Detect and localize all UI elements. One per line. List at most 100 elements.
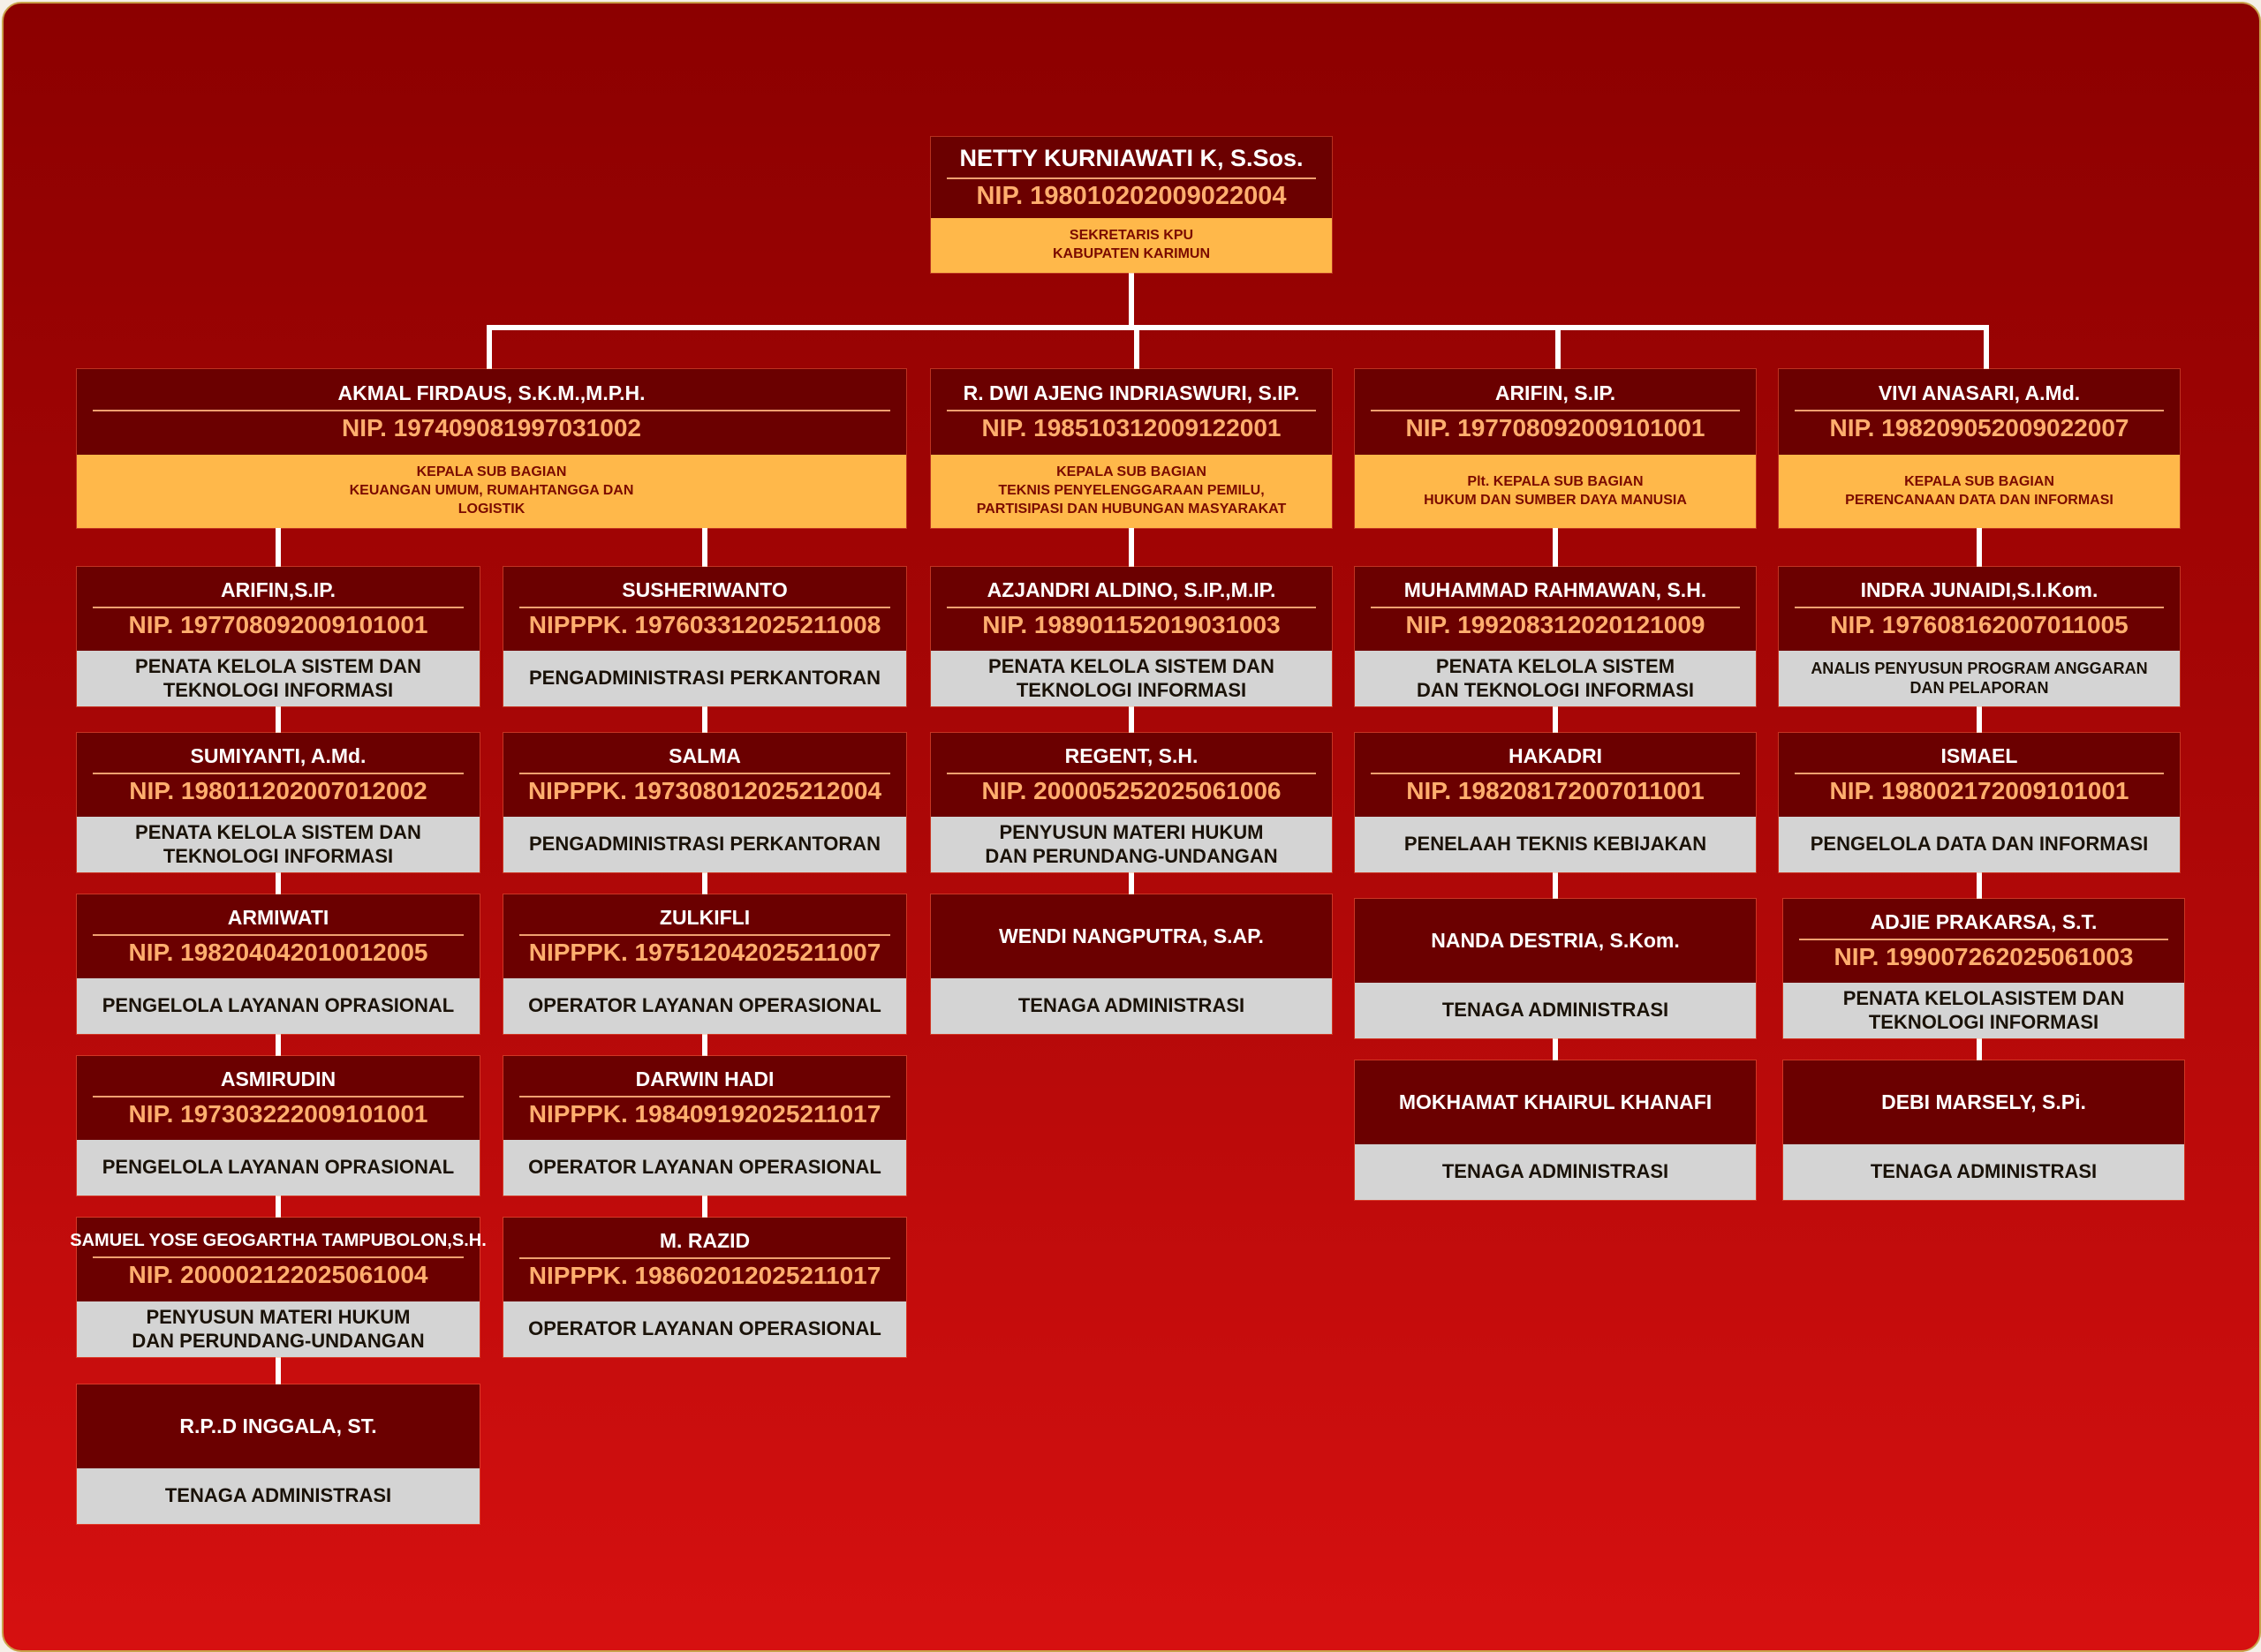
person-nip: NIP. 198010202009022004 bbox=[976, 181, 1287, 210]
job-role: ANALIS PENYUSUN PROGRAM ANGGARAN DAN PEL… bbox=[1779, 651, 2180, 706]
connector-drop bbox=[1555, 325, 1561, 371]
job-role: PENGADMINISTRASI PERKANTORAN bbox=[503, 817, 906, 872]
person-name: MUHAMMAD RAHMAWAN, S.H. bbox=[1403, 577, 1707, 601]
job-role: TENAGA ADMINISTRASI bbox=[1355, 1144, 1756, 1200]
person-name: DEBI MARSELY, S.Pi. bbox=[1881, 1090, 2086, 1114]
person-nip: NIP. 197409081997031002 bbox=[342, 414, 641, 442]
job-role: PENATA KELOLA SISTEM DAN TEKNOLOGI INFOR… bbox=[77, 817, 480, 872]
divider bbox=[93, 934, 464, 937]
person-nip: NIP. 198002172009101001 bbox=[1829, 777, 2129, 805]
job-role: PENATA KELOLA SISTEM DAN TEKNOLOGI INFOR… bbox=[77, 651, 480, 706]
person-name: WENDI NANGPUTRA, S.AP. bbox=[999, 924, 1264, 948]
division-head-box: R. DWI AJENG INDRIASWURI, S.IP. NIP. 1985… bbox=[931, 369, 1332, 528]
job-role: PENGELOLA DATA DAN INFORMASI bbox=[1779, 817, 2180, 872]
position-title: SEKRETARIS KPU KABUPATEN KARIMUN bbox=[931, 218, 1332, 273]
divider bbox=[93, 773, 464, 775]
job-role: PENATA KELOLA SISTEM DAN TEKNOLOGI INFOR… bbox=[1355, 651, 1756, 706]
person-name: SALMA bbox=[669, 743, 741, 767]
division-head-box: VIVI ANASARI, A.Md.NIP. 1982090520090220… bbox=[1779, 369, 2180, 528]
person-name: ARIFIN,S.IP. bbox=[221, 577, 336, 601]
person-nip: NIP. 197303222009101001 bbox=[128, 1100, 428, 1128]
person-name: INDRA JUNAIDI,S.I.Kom. bbox=[1860, 577, 2098, 601]
person-name: ZULKIFLI bbox=[659, 905, 751, 929]
connector-vertical bbox=[702, 528, 707, 1218]
name-band: WENDI NANGPUTRA, S.AP. bbox=[931, 894, 1332, 978]
job-role: PENGADMINISTRASI PERKANTORAN bbox=[503, 651, 906, 706]
person-nip: NIP. 197608162007011005 bbox=[1830, 611, 2129, 639]
name-band: R. DWI AJENG INDRIASWURI, S.IP. NIP. 1985… bbox=[931, 369, 1332, 455]
connector-head bbox=[1129, 273, 1134, 330]
name-band: MUHAMMAD RAHMAWAN, S.H.NIP. 199208312020… bbox=[1355, 567, 1756, 651]
head-box: NETTY KURNIAWATI K, S.Sos. NIP. 198010202… bbox=[931, 137, 1332, 273]
person-nip: NIP. 197708092009101001 bbox=[128, 611, 428, 639]
person-name: SAMUEL YOSE GEOGARTHA TAMPUBOLON,S.H. bbox=[70, 1230, 487, 1250]
name-band: SALMA NIPPPK. 197308012025212004 bbox=[503, 733, 906, 817]
job-role: OPERATOR LAYANAN OPERASIONAL bbox=[503, 1301, 906, 1357]
person-nip: NIPPPK. 198409192025211017 bbox=[528, 1100, 881, 1128]
position-title: Plt. KEPALA SUB BAGIAN HUKUM DAN SUMBER … bbox=[1355, 455, 1756, 528]
job-role: PENGELOLA LAYANAN OPRASIONAL bbox=[77, 978, 480, 1034]
person-name: ASMIRUDIN bbox=[220, 1067, 337, 1090]
job-role: TENAGA ADMINISTRASI bbox=[77, 1468, 480, 1524]
staff-box: MUHAMMAD RAHMAWAN, S.H.NIP. 199208312020… bbox=[1355, 567, 1756, 706]
name-band: INDRA JUNAIDI,S.I.Kom. NIP. 1976081620070… bbox=[1779, 567, 2180, 651]
divider bbox=[1371, 773, 1740, 775]
person-name: M. RAZID bbox=[659, 1228, 751, 1252]
position-title: KEPALA SUB BAGIAN TEKNIS PENYELENGGARAAN… bbox=[931, 455, 1332, 528]
person-nip: NIPPPK. 198602012025211017 bbox=[528, 1262, 881, 1290]
staff-box: WENDI NANGPUTRA, S.AP.TENAGA ADMINISTRAS… bbox=[931, 894, 1332, 1034]
divider bbox=[519, 607, 890, 609]
person-nip: NIP. 197708092009101001 bbox=[1405, 414, 1705, 442]
person-nip: NIPPPK. 197308012025212004 bbox=[527, 777, 882, 805]
connector-drop bbox=[1134, 325, 1139, 371]
person-name: NANDA DESTRIA, S.Kom. bbox=[1431, 929, 1680, 953]
person-name: HAKADRI bbox=[1508, 743, 1603, 767]
staff-box: AZJANDRI ALDINO, S.IP.,M.IP.NIP. 1989011… bbox=[931, 567, 1332, 706]
person-nip: NIP. 200002122025061004 bbox=[128, 1260, 428, 1288]
staff-box: R.P..D INGGALA, ST. TENAGA ADMINISTRASI bbox=[77, 1384, 480, 1524]
person-nip: NIP. 198011202007012002 bbox=[129, 777, 427, 805]
job-role: PENATA KELOLA SISTEM DAN TEKNOLOGI INFOR… bbox=[931, 651, 1332, 706]
job-role: PENYUSUN MATERI HUKUM DAN PERUNDANG-UNDA… bbox=[931, 817, 1332, 872]
staff-box: MOKHAMAT KHAIRUL KHANAFI TENAGA ADMINISTR… bbox=[1355, 1060, 1756, 1200]
person-nip: NIP. 198510312009122001 bbox=[981, 414, 1282, 442]
divider bbox=[1795, 607, 2164, 609]
person-name: R. DWI AJENG INDRIASWURI, S.IP. bbox=[963, 381, 1300, 404]
name-band: ARIFIN,S.IP. NIP. 197708092009101001 bbox=[77, 567, 480, 651]
person-name: SUMIYANTI, A.Md. bbox=[190, 743, 367, 767]
connector-horizontal bbox=[487, 325, 1989, 330]
name-band: REGENT, S.H.NIP. 200005252025061006 bbox=[931, 733, 1332, 817]
person-name: DARWIN HADI bbox=[635, 1067, 775, 1090]
divider bbox=[947, 410, 1316, 412]
person-name: ISMAEL bbox=[1940, 743, 2018, 767]
person-name: AZJANDRI ALDINO, S.IP.,M.IP. bbox=[987, 577, 1276, 601]
job-role: TENAGA ADMINISTRASI bbox=[1355, 983, 1756, 1038]
person-nip: NIP. 198208172007011001 bbox=[1406, 777, 1705, 805]
divider bbox=[1371, 607, 1740, 609]
person-name: MOKHAMAT KHAIRUL KHANAFI bbox=[1398, 1090, 1713, 1114]
job-role: PENYUSUN MATERI HUKUM DAN PERUNDANG-UNDA… bbox=[77, 1301, 480, 1357]
name-band: ASMIRUDIN NIP. 197303222009101001 bbox=[77, 1056, 480, 1140]
person-name: R.P..D INGGALA, ST. bbox=[179, 1414, 377, 1438]
connector-drop bbox=[487, 325, 492, 371]
job-role: OPERATOR LAYANAN OPERASIONAL bbox=[503, 978, 906, 1034]
person-name: NETTY KURNIAWATI K, S.Sos. bbox=[959, 144, 1304, 171]
divider bbox=[519, 1257, 890, 1260]
person-name: SUSHERIWANTO bbox=[622, 577, 788, 601]
person-name: ARMIWATI bbox=[227, 905, 329, 929]
position-title: KEPALA SUB BAGIAN KEUANGAN UMUM, RUMAHTA… bbox=[77, 455, 906, 528]
staff-box: DEBI MARSELY, S.Pi.TENAGA ADMINISTRASI bbox=[1783, 1060, 2184, 1200]
name-band: ARIFIN, S.IP.NIP. 197708092009101001 bbox=[1355, 369, 1756, 455]
